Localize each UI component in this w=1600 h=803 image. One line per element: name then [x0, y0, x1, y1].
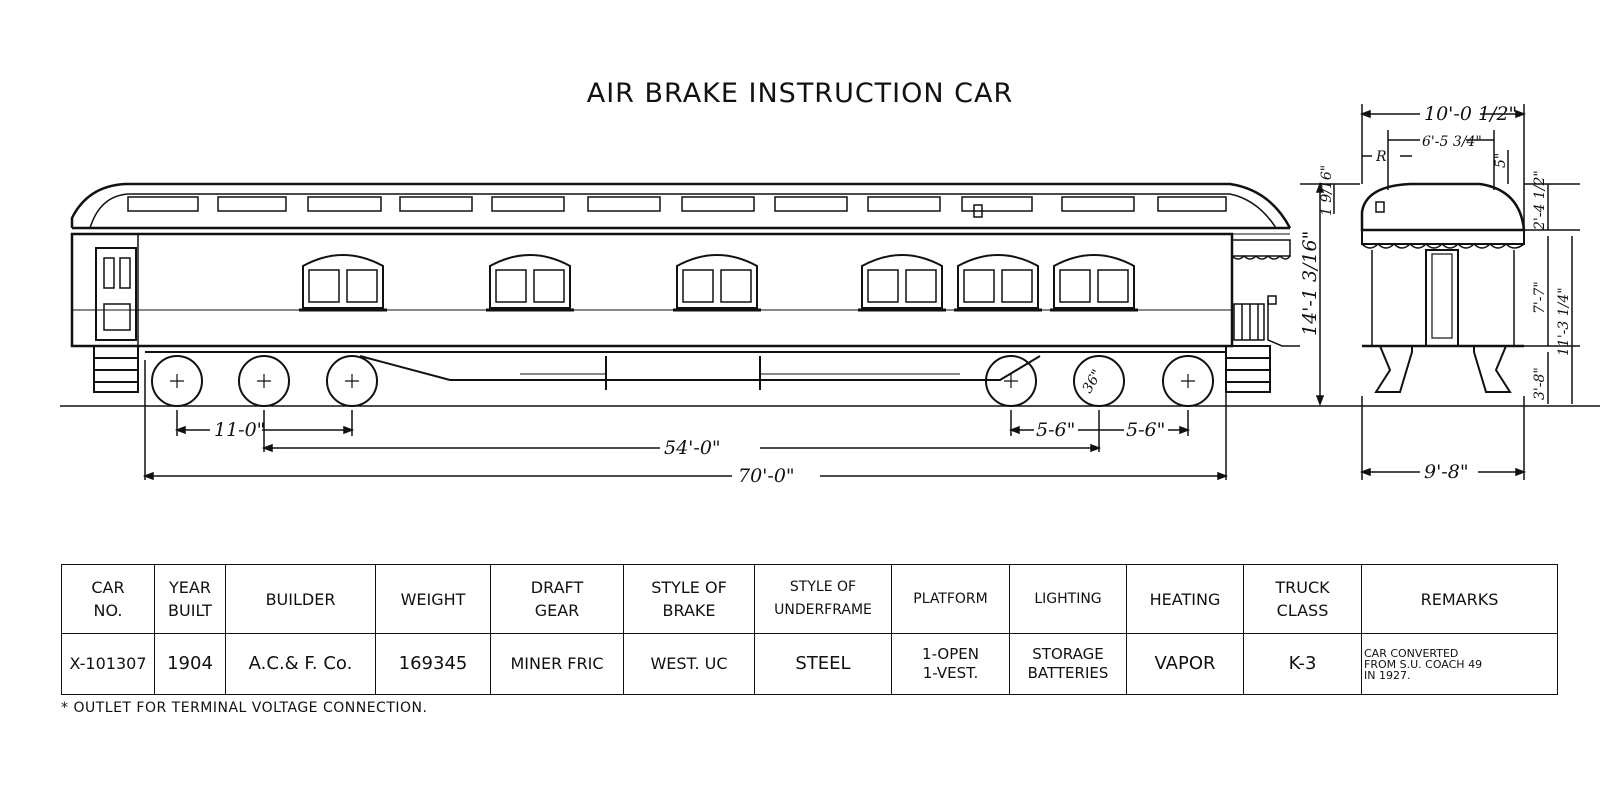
dim-truck-centers: 54'-0" — [664, 437, 721, 459]
dim-wheel-diameter: 36" — [1080, 367, 1106, 396]
cell-builder: A.C.& F. Co. — [225, 633, 376, 695]
underframe — [145, 351, 1226, 390]
dim-height-d: 14'-1 3/16" — [1299, 231, 1321, 336]
cell-truck-class: K-3 — [1243, 633, 1362, 695]
side-windows — [299, 254, 1138, 312]
cell-draft-gear: MINER FRIC — [490, 633, 624, 695]
dim-height-c: 7'-7" — [1532, 281, 1548, 314]
dim-roof-radius: R — [1375, 149, 1387, 165]
dim-end-width-bottom: 9'-8" — [1424, 461, 1469, 483]
open-platform — [1231, 239, 1300, 347]
car-side-elevation — [60, 182, 1600, 407]
header-lighting: LIGHTING — [1009, 564, 1127, 634]
cell-weight: 169345 — [375, 633, 491, 695]
header-remarks: REMARKS — [1361, 564, 1558, 634]
cell-car-no: X-101307 — [61, 633, 155, 695]
header-weight: WEIGHT — [375, 564, 491, 634]
header-heating: HEATING — [1126, 564, 1244, 634]
drawing-title: AIR BRAKE INSTRUCTION CAR — [586, 78, 1014, 109]
cell-year-built: 1904 — [154, 633, 226, 695]
header-platform: PLATFORM — [891, 564, 1010, 634]
car-end-elevation — [1360, 182, 1526, 393]
dim-height-f: 3'-8" — [1532, 367, 1548, 400]
dim-axle-spacing-a: 5-6" — [1036, 419, 1075, 441]
dim-height-e: 11'-3 1/4" — [1556, 287, 1572, 356]
car-elevation-drawing: 11-0" 54'-0" 70'-0" 5-6" 5-6" 36" 10'-0 … — [60, 103, 1600, 487]
cell-heating: VAPOR — [1126, 633, 1244, 695]
dimension-lines — [142, 104, 1580, 481]
dim-roof-width: 6'-5 3/4" — [1422, 134, 1482, 150]
end-door — [95, 247, 137, 341]
dim-height-b: 2'-4 1/2" — [1532, 170, 1548, 231]
clerestory-windows — [127, 196, 1227, 212]
table-row: X-101307 1904 A.C.& F. Co. 169345 MINER … — [61, 633, 1558, 695]
dim-truck-wheelbase: 11-0" — [214, 419, 265, 441]
cell-style-of-brake: WEST. UC — [623, 633, 755, 695]
dim-height-a: 1 9/16" — [1319, 165, 1335, 216]
header-builder: BUILDER — [225, 564, 376, 634]
cell-style-of-underframe: STEEL — [754, 633, 892, 695]
dimension-labels: 11-0" 54'-0" 70'-0" 5-6" 5-6" 36" 10'-0 … — [214, 103, 1572, 487]
dim-roof-rise: 5" — [1493, 153, 1509, 168]
dim-end-width-top: 10'-0 1/2" — [1424, 103, 1517, 125]
footnote: * OUTLET FOR TERMINAL VOLTAGE CONNECTION… — [61, 700, 428, 716]
terminal-outlet-mark — [973, 204, 983, 218]
dim-axle-spacing-b: 5-6" — [1126, 419, 1165, 441]
dim-overall-length: 70'-0" — [738, 465, 795, 487]
